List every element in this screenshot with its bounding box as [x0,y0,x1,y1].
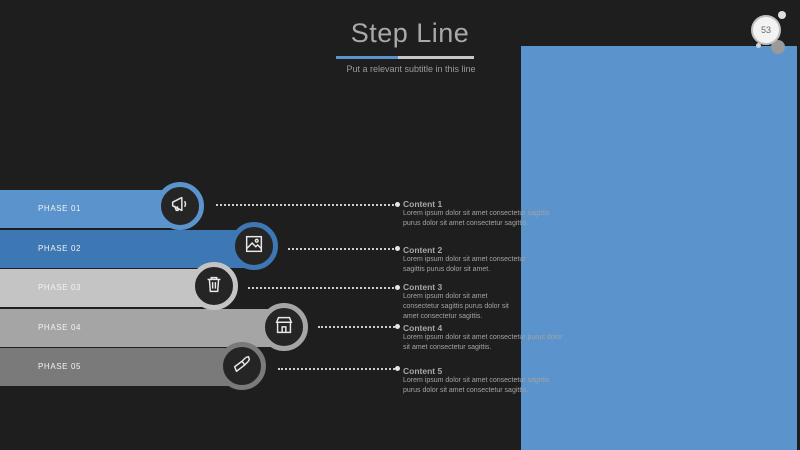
phase-label: PHASE 04 [38,323,82,332]
leader-line-2 [288,248,398,250]
leader-dot [395,202,400,207]
content-title: Content 3 [403,282,443,292]
phase-band-5: PHASE 05 [0,348,248,386]
content-title: Content 5 [403,366,443,376]
leader-dot [395,285,400,290]
leader-line-3 [248,287,398,289]
slide-title: Step Line [350,18,470,48]
slide-subtitle: Put a relevant subtitle in this line [346,64,476,74]
image-placeholder-panel [521,46,797,450]
trash-icon [203,273,225,300]
phase-ring-4 [260,303,308,351]
content-title: Content 2 [403,245,443,255]
image-icon [243,233,265,260]
phase-label: PHASE 03 [38,283,82,292]
content-block-3: Content 3 Lorem ipsum dolor sit amet con… [403,282,521,322]
phase-band-4: PHASE 04 [0,309,284,347]
content-text: Lorem ipsum dolor sit amet consectetur s… [403,377,550,394]
page-number-badge: 53 [751,15,781,45]
content-block-1: Content 1 Lorem ipsum dolor sit amet con… [403,199,563,229]
content-block-2: Content 2 Lorem ipsum dolor sit amet con… [403,245,543,275]
content-text: Lorem ipsum dolor sit amet consectetur s… [403,256,526,273]
decor-dot [771,40,785,54]
title-underline-blue [336,56,398,59]
content-block-4: Content 4 Lorem ipsum dolor sit amet con… [403,323,563,353]
phase-ring-5 [218,342,266,390]
content-title: Content 4 [403,323,443,333]
leader-line-1 [216,204,398,206]
phase-band-3: PHASE 03 [0,269,214,307]
leader-dot [395,246,400,251]
decor-dot [756,43,761,48]
phase-label: PHASE 01 [38,204,82,213]
phase-label: PHASE 02 [38,244,82,253]
content-block-5: Content 5 Lorem ipsum dolor sit amet con… [403,366,563,396]
phase-ring-1 [156,182,204,230]
content-text: Lorem ipsum dolor sit amet consectetur s… [403,293,509,320]
phase-label: PHASE 05 [38,362,82,371]
decor-dot [778,11,786,19]
content-text: Lorem ipsum dolor sit amet consectetur p… [403,334,563,351]
phase-band-1: PHASE 01 [0,190,180,228]
leader-dot [395,324,400,329]
leader-line-5 [278,368,398,370]
content-title: Content 1 [403,199,443,209]
pen-bottle-icon [231,353,253,380]
phase-ring-2 [230,222,278,270]
content-text: Lorem ipsum dolor sit amet consectetur s… [403,210,550,227]
phase-ring-3 [190,262,238,310]
leader-dot [395,366,400,371]
title-underline-gray [398,56,474,59]
storefront-icon [273,314,295,341]
megaphone-icon [169,193,191,220]
phase-band-2: PHASE 02 [0,230,254,268]
leader-line-4 [318,326,398,328]
